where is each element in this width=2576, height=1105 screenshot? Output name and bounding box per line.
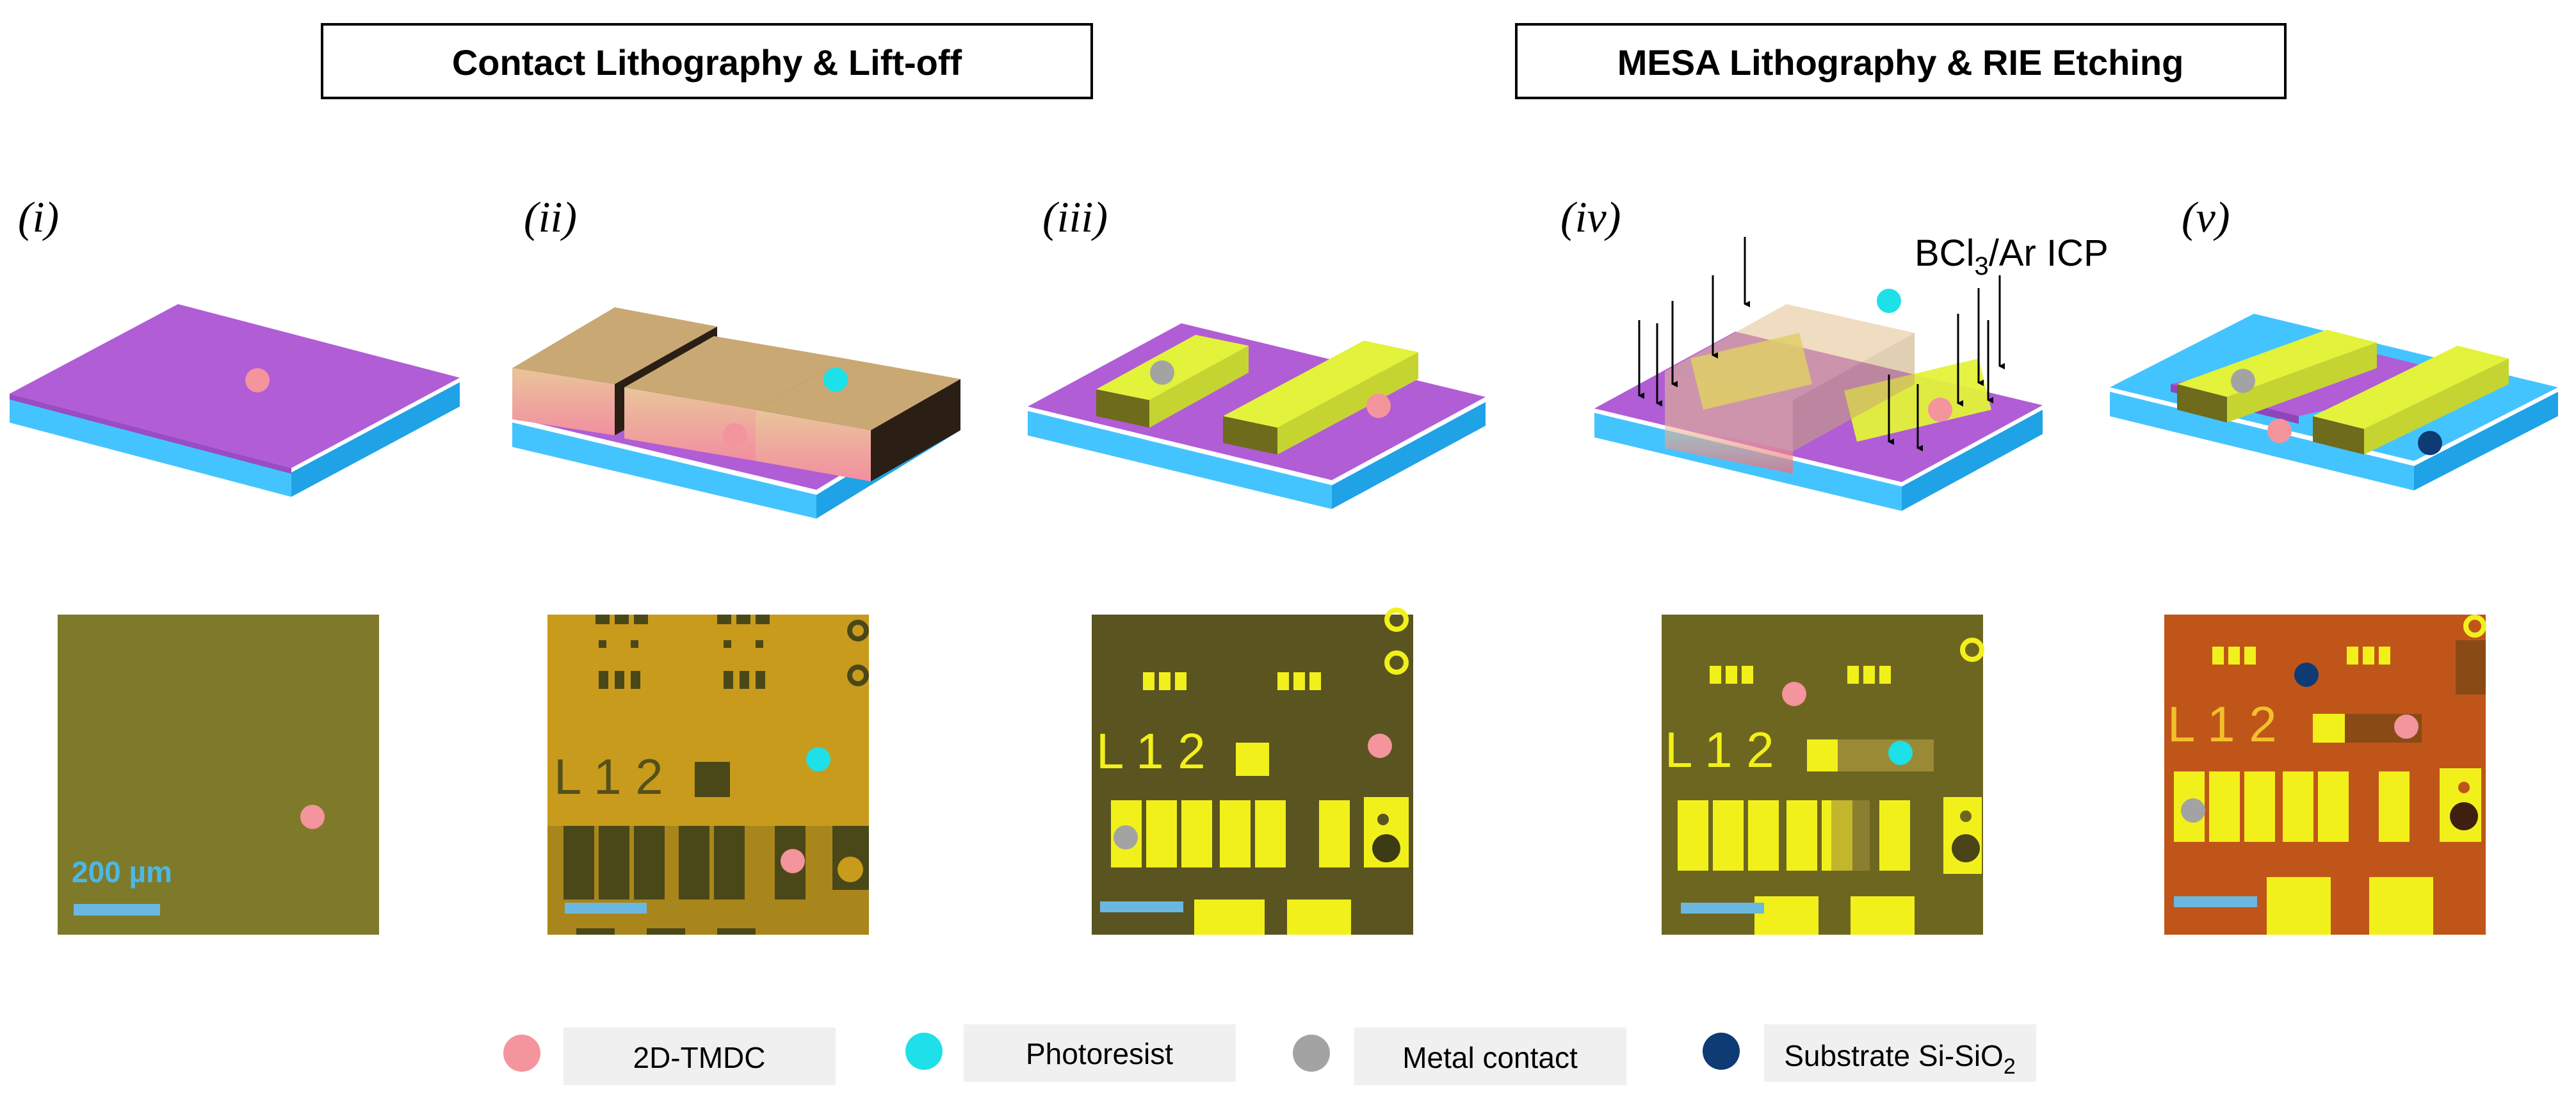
legend-dot-photoresist — [905, 1033, 943, 1070]
tmdc-marker-micro-iii — [1368, 734, 1392, 758]
tmdc-marker-i — [245, 368, 270, 392]
micrograph-v: L 1 2 — [2164, 615, 2486, 935]
legend-item-metal-contact: Metal contact — [1293, 1028, 1626, 1085]
tmdc-marker-ii — [723, 423, 747, 448]
ion-arrows — [1638, 237, 2005, 451]
micrograph-iv: L 1 2 — [1662, 615, 1984, 935]
tmdc-marker-iii — [1366, 394, 1391, 418]
schematic-iv: BCl3/Ar ICP — [1594, 232, 2109, 511]
tmdc-marker-micro-iv — [1782, 682, 1806, 706]
header-left-title: Contact Lithography & Lift-off — [452, 42, 962, 83]
legend-label-2d-tmdc: 2D-TMDC — [633, 1041, 766, 1074]
tmdc-marker-v — [2267, 419, 2292, 443]
tmdc-marker-micro-ii — [781, 849, 805, 873]
schematic-i — [10, 304, 460, 497]
header-right-title: MESA Lithography & RIE Etching — [1617, 42, 2184, 83]
photoresist-marker-micro-iv — [1888, 741, 1913, 765]
tmdc-marker-micro-v — [2394, 714, 2418, 739]
legend-dot-substrate — [1703, 1033, 1740, 1070]
schematic-iii — [1028, 323, 1486, 509]
micrograph-label-ii: L 1 2 — [554, 748, 663, 805]
etch-gas-label: BCl3/Ar ICP — [1915, 232, 2109, 280]
substrate-marker-micro-v — [2294, 663, 2319, 687]
schematic-v — [2110, 314, 2558, 490]
photoresist-marker-iv — [1877, 289, 1901, 313]
micrograph-label-iii: L 1 2 — [1096, 723, 1206, 779]
header-left: Contact Lithography & Lift-off — [321, 23, 1093, 99]
scale-bar — [74, 904, 160, 915]
metal-marker-v — [2231, 369, 2255, 393]
header-right: MESA Lithography & RIE Etching — [1515, 23, 2287, 99]
micrograph-ii: L 1 2 — [547, 615, 869, 935]
metal-marker-micro-iii — [1114, 825, 1138, 850]
tmdc-marker-iv — [1928, 398, 1952, 422]
micrograph-i: 200 µm — [58, 615, 379, 935]
scale-bar-ii — [565, 903, 647, 914]
legend: 2D-TMDC Photoresist Metal contact Substr… — [503, 1024, 2036, 1085]
legend-label-substrate: Substrate Si-SiO2 — [1784, 1039, 2016, 1079]
scale-bar-v — [2174, 896, 2257, 907]
metal-marker-iii — [1150, 360, 1174, 385]
legend-item-2d-tmdc: 2D-TMDC — [503, 1028, 836, 1085]
legend-label-metal-contact: Metal contact — [1402, 1041, 1578, 1074]
scale-bar-iv — [1681, 903, 1764, 914]
step-label-iii: (iii) — [1042, 193, 1108, 241]
micrograph-iii: L 1 2 — [1092, 608, 1413, 935]
schematic-ii — [512, 307, 960, 519]
tmdc-marker-micro-i — [300, 805, 325, 829]
legend-dot-metal-contact — [1293, 1035, 1330, 1072]
legend-dot-2d-tmdc — [503, 1035, 540, 1072]
legend-item-photoresist: Photoresist — [905, 1024, 1236, 1082]
step-label-iv: (iv) — [1560, 193, 1621, 241]
scale-bar-iii — [1100, 901, 1183, 912]
micrograph-label-v: L 1 2 — [2167, 696, 2277, 752]
metal-marker-micro-v — [2181, 798, 2205, 823]
substrate-marker-v — [2418, 431, 2442, 455]
step-label-i: (i) — [18, 193, 59, 241]
legend-item-substrate: Substrate Si-SiO2 — [1703, 1024, 2036, 1082]
step-label-ii: (ii) — [524, 193, 577, 241]
photoresist-marker-micro-ii — [806, 747, 830, 771]
legend-label-photoresist: Photoresist — [1026, 1037, 1173, 1070]
micrograph-label-iv: L 1 2 — [1665, 722, 1774, 778]
scale-bar-label: 200 µm — [72, 855, 172, 889]
photoresist-marker-ii — [823, 367, 848, 392]
step-label-v: (v) — [2182, 193, 2230, 241]
